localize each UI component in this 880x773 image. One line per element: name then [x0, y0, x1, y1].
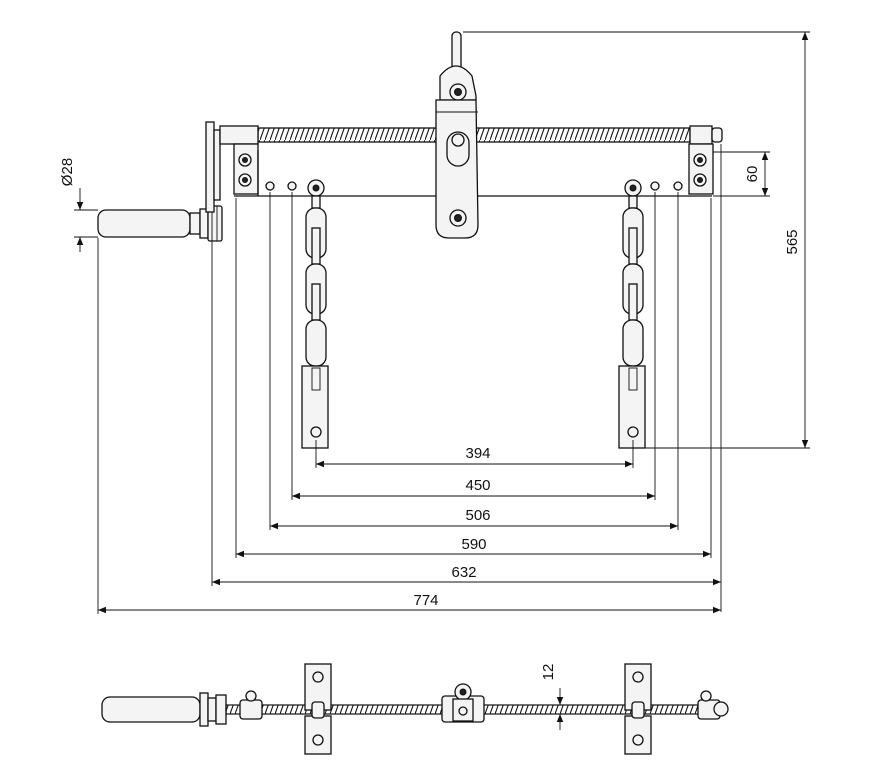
lifting-plate — [435, 31, 479, 239]
front-view: 394 450 506 590 632 — [59, 31, 810, 614]
dimension-label-774: 774 — [413, 592, 438, 609]
dimension-590: 590 — [235, 198, 712, 558]
dimension-60: 60 — [713, 151, 770, 197]
dimension-label-60: 60 — [744, 166, 761, 183]
dimension-632: 632 — [211, 144, 722, 612]
dimension-label-394: 394 — [465, 445, 490, 462]
left-chain — [301, 179, 329, 449]
right-end-block — [688, 125, 723, 195]
dimension-506: 506 — [269, 192, 679, 530]
dimension-label-565: 565 — [784, 229, 801, 254]
dimension-394: 394 — [315, 440, 634, 468]
dimension-label-450: 450 — [465, 477, 490, 494]
right-chain — [618, 179, 646, 449]
dimension-label-506: 506 — [465, 507, 490, 524]
dimension-450: 450 — [291, 192, 656, 500]
left-end-block — [219, 125, 259, 195]
dimension-label-590: 590 — [461, 536, 486, 553]
dimension-diameter-28: Ø28 — [59, 158, 98, 252]
dimension-12: 12 — [540, 664, 564, 730]
dimension-565: 565 — [463, 31, 810, 449]
top-view: 12 — [101, 663, 729, 755]
dimension-label-632: 632 — [451, 564, 476, 581]
dimension-label-12: 12 — [540, 664, 557, 681]
crank-handle — [97, 121, 223, 242]
dimension-774: 774 — [97, 238, 721, 614]
dimension-label-diameter-28: Ø28 — [59, 158, 76, 186]
